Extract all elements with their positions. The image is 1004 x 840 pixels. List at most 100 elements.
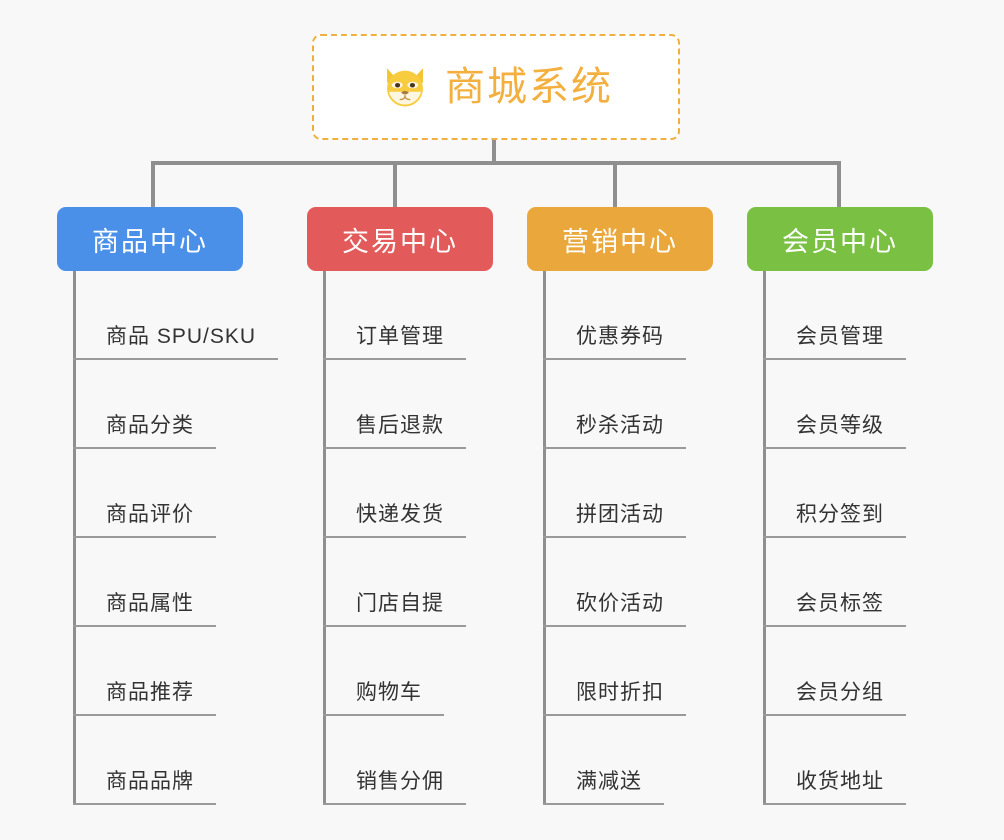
list-item-label: 会员标签	[794, 593, 906, 627]
list-item[interactable]: 满减送	[527, 716, 713, 805]
list-item-label: 积分签到	[794, 504, 906, 538]
leaf-connector-stub	[73, 358, 105, 360]
leaf-list-product-center: 商品 SPU/SKU 商品分类 商品评价 商品属性 商品推荐 商品品牌	[57, 271, 279, 805]
connector-drop-4	[837, 161, 841, 207]
list-item[interactable]: 订单管理	[307, 271, 493, 360]
leaf-connector-stub	[763, 625, 795, 627]
list-item-label: 售后退款	[354, 415, 466, 449]
list-item-label: 拼团活动	[574, 504, 686, 538]
list-item[interactable]: 商品推荐	[57, 627, 243, 716]
list-item-label: 会员分组	[794, 682, 906, 716]
column-trunk-line	[323, 271, 326, 805]
leaf-connector-stub	[323, 536, 355, 538]
list-item-label: 秒杀活动	[574, 415, 686, 449]
leaf-list-trade-center: 订单管理 售后退款 快递发货 门店自提 购物车 销售分佣	[307, 271, 493, 805]
column-trunk-line	[543, 271, 546, 805]
list-item-label: 商品分类	[104, 415, 216, 449]
list-item[interactable]: 会员等级	[747, 360, 933, 449]
leaf-connector-stub	[73, 447, 105, 449]
leaf-connector-stub	[543, 714, 575, 716]
column-title: 商品中心	[92, 226, 208, 257]
list-item[interactable]: 会员标签	[747, 538, 933, 627]
leaf-connector-stub	[543, 358, 575, 360]
list-item[interactable]: 拼团活动	[527, 449, 713, 538]
root-title: 商城系统	[445, 65, 613, 109]
connector-root-stem	[492, 140, 496, 164]
list-item-label: 购物车	[354, 682, 444, 716]
root-node-mall-system[interactable]: 商城系统	[312, 34, 680, 140]
list-item[interactable]: 快递发货	[307, 449, 493, 538]
list-item-label: 商品评价	[104, 504, 216, 538]
leaf-connector-stub	[543, 447, 575, 449]
connector-horizontal-bus	[151, 161, 841, 165]
column-trunk-line	[73, 271, 76, 805]
list-item-label: 会员管理	[794, 326, 906, 360]
column-header-product-center[interactable]: 商品中心	[57, 207, 243, 271]
leaf-list-member-center: 会员管理 会员等级 积分签到 会员标签 会员分组 收货地址	[747, 271, 933, 805]
leaf-connector-stub	[543, 803, 575, 805]
list-item[interactable]: 秒杀活动	[527, 360, 713, 449]
connector-drop-1	[151, 161, 155, 207]
list-item[interactable]: 商品评价	[57, 449, 243, 538]
column-header-member-center[interactable]: 会员中心	[747, 207, 933, 271]
leaf-connector-stub	[763, 447, 795, 449]
leaf-connector-stub	[763, 358, 795, 360]
list-item-label: 订单管理	[354, 326, 466, 360]
list-item[interactable]: 会员管理	[747, 271, 933, 360]
list-item[interactable]: 优惠券码	[527, 271, 713, 360]
leaf-connector-stub	[763, 536, 795, 538]
list-item-label: 优惠券码	[574, 326, 686, 360]
leaf-list-marketing-center: 优惠券码 秒杀活动 拼团活动 砍价活动 限时折扣 满减送	[527, 271, 713, 805]
list-item-label: 销售分佣	[354, 771, 466, 805]
leaf-connector-stub	[323, 625, 355, 627]
leaf-connector-stub	[543, 625, 575, 627]
list-item[interactable]: 门店自提	[307, 538, 493, 627]
list-item[interactable]: 限时折扣	[527, 627, 713, 716]
list-item-label: 收货地址	[794, 771, 906, 805]
leaf-connector-stub	[73, 714, 105, 716]
list-item-label: 满减送	[574, 771, 664, 805]
leaf-connector-stub	[763, 803, 795, 805]
list-item-label: 门店自提	[354, 593, 466, 627]
list-item[interactable]: 砍价活动	[527, 538, 713, 627]
list-item[interactable]: 会员分组	[747, 627, 933, 716]
list-item-label: 商品品牌	[104, 771, 216, 805]
list-item[interactable]: 商品品牌	[57, 716, 243, 805]
column-title: 会员中心	[782, 226, 898, 257]
leaf-connector-stub	[323, 447, 355, 449]
list-item-label: 快递发货	[354, 504, 466, 538]
list-item-label: 商品属性	[104, 593, 216, 627]
leaf-connector-stub	[323, 714, 355, 716]
column-title: 营销中心	[562, 226, 678, 257]
leaf-connector-stub	[763, 714, 795, 716]
list-item-label: 限时折扣	[574, 682, 686, 716]
column-product-center: 商品中心 商品 SPU/SKU 商品分类 商品评价 商品属性 商品推荐	[57, 207, 279, 805]
column-trunk-line	[763, 271, 766, 805]
list-item[interactable]: 销售分佣	[307, 716, 493, 805]
column-title: 交易中心	[342, 226, 458, 257]
list-item-label: 商品推荐	[104, 682, 216, 716]
list-item[interactable]: 售后退款	[307, 360, 493, 449]
column-trade-center: 交易中心 订单管理 售后退款 快递发货 门店自提 购物车	[307, 207, 493, 805]
leaf-connector-stub	[323, 803, 355, 805]
column-header-marketing-center[interactable]: 营销中心	[527, 207, 713, 271]
dog-face-icon	[387, 68, 423, 110]
leaf-connector-stub	[543, 536, 575, 538]
list-item[interactable]: 积分签到	[747, 449, 933, 538]
list-item[interactable]: 商品属性	[57, 538, 243, 627]
leaf-connector-stub	[73, 625, 105, 627]
list-item-label: 砍价活动	[574, 593, 686, 627]
column-member-center: 会员中心 会员管理 会员等级 积分签到 会员标签 会员分组	[747, 207, 933, 805]
list-item[interactable]: 商品 SPU/SKU	[57, 271, 279, 360]
connector-drop-3	[613, 161, 617, 207]
list-item-label: 会员等级	[794, 415, 906, 449]
leaf-connector-stub	[73, 536, 105, 538]
list-item[interactable]: 购物车	[307, 627, 493, 716]
list-item[interactable]: 收货地址	[747, 716, 933, 805]
leaf-connector-stub	[73, 803, 105, 805]
connector-drop-2	[393, 161, 397, 207]
column-marketing-center: 营销中心 优惠券码 秒杀活动 拼团活动 砍价活动 限时折扣	[527, 207, 713, 805]
list-item[interactable]: 商品分类	[57, 360, 243, 449]
column-header-trade-center[interactable]: 交易中心	[307, 207, 493, 271]
